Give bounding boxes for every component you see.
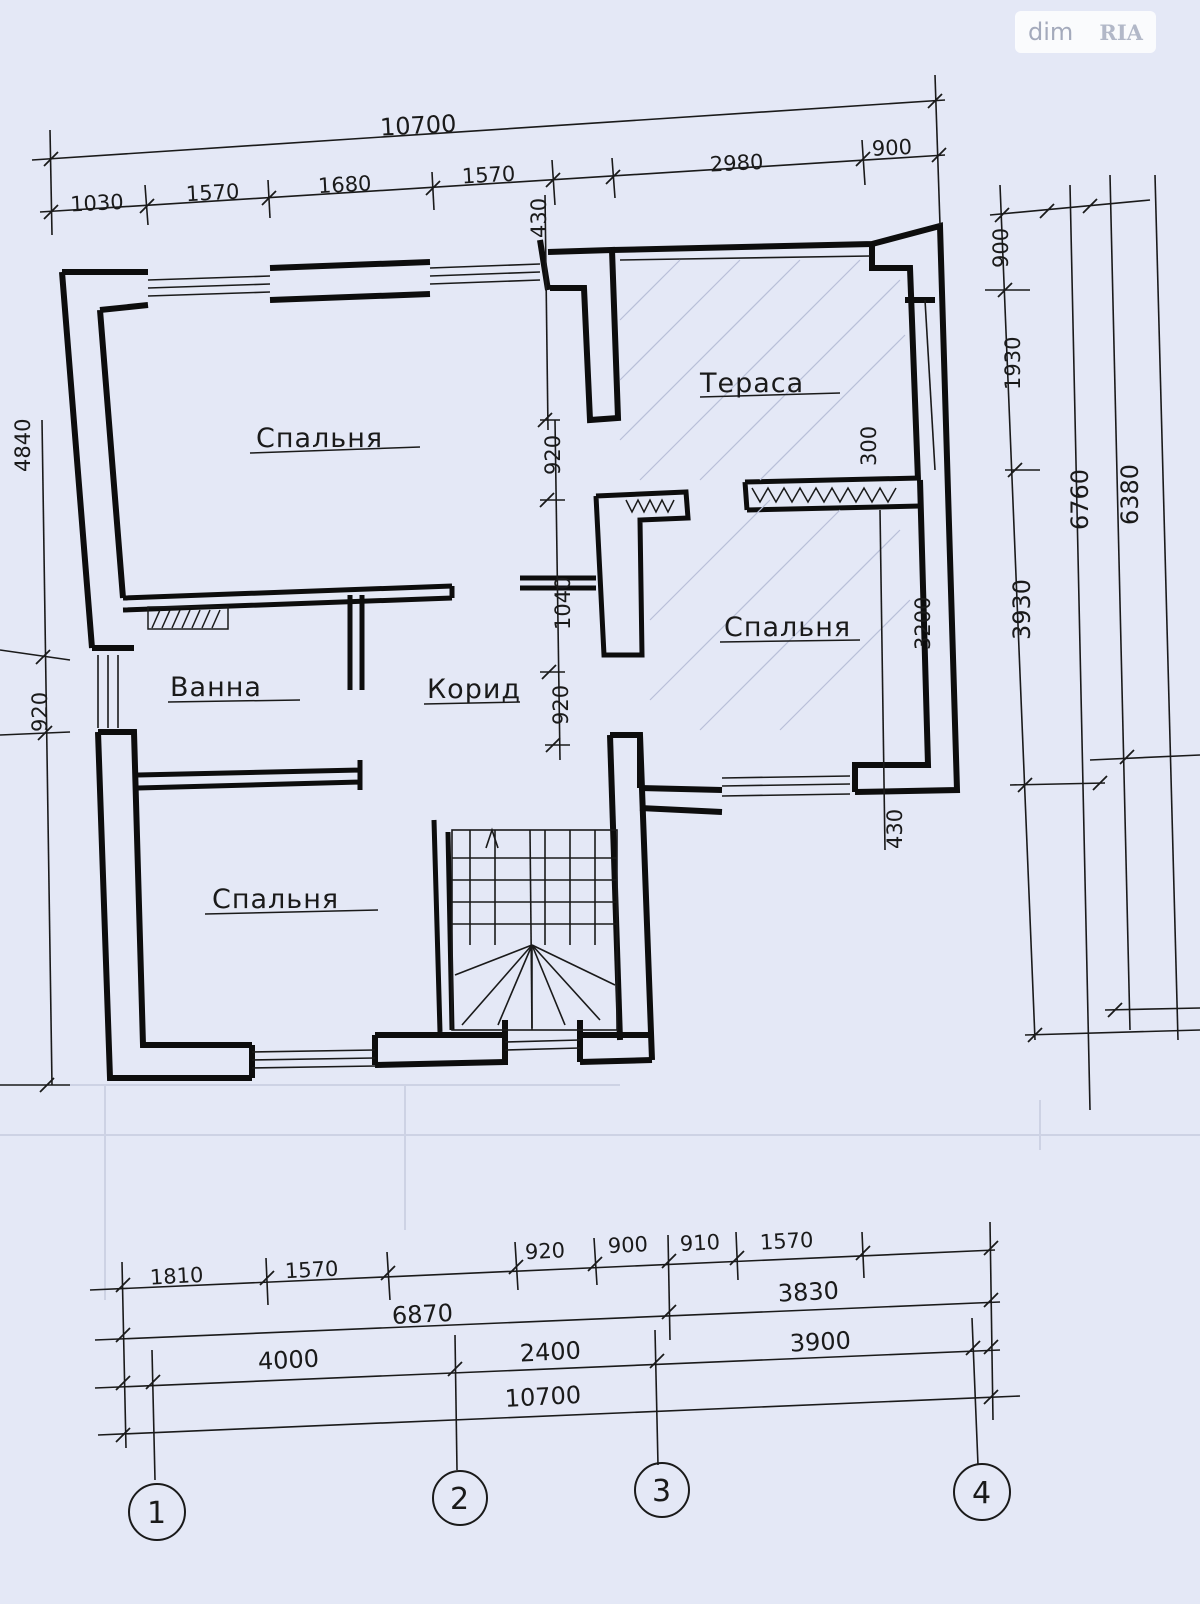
- dimension-ticks: [35, 93, 1135, 1443]
- dim-left-920: 920: [28, 692, 52, 732]
- watermark-dim: dim: [1028, 18, 1074, 46]
- dim-inner-1040: 1040: [551, 577, 575, 630]
- hatched-blocks: [147, 486, 897, 630]
- dim-bottom-1810: 1810: [149, 1263, 204, 1290]
- dim-bottom-1570a: 1570: [284, 1257, 339, 1284]
- dim-right-3930: 3930: [1008, 579, 1036, 640]
- dim-inner-430: 430: [883, 809, 907, 849]
- axis-label-3: 3: [652, 1474, 671, 1509]
- dim-inner-920a: 920: [541, 435, 565, 475]
- dim-bottom-1570b: 1570: [759, 1228, 814, 1255]
- dimension-labels-bottom: 1810 1570 920 900 910 1570 6870 3830 400…: [149, 1228, 851, 1413]
- windows: [97, 255, 936, 1069]
- room-label-bath: Ванна: [170, 672, 262, 703]
- room-label-bedroom-bottom-left: Спальня: [212, 884, 339, 915]
- dimension-lines: [0, 74, 1200, 1481]
- watermark-ria: RIA: [1099, 19, 1143, 45]
- dim-top-overall: 10700: [379, 110, 457, 142]
- axis-labels: 1 2 3 4: [147, 1474, 991, 1531]
- axis-bubble-2: [432, 1470, 488, 1526]
- dim-top-1570b: 1570: [461, 162, 516, 189]
- dim-top-1030: 1030: [70, 190, 125, 217]
- dim-inner-300: 300: [857, 426, 881, 466]
- dim-top-2980: 2980: [709, 150, 764, 177]
- dim-top-900: 900: [871, 135, 912, 161]
- dim-bottom-920: 920: [524, 1238, 565, 1264]
- axis-label-1: 1: [147, 1496, 166, 1531]
- dim-bottom-2400: 2400: [519, 1336, 581, 1367]
- axis-bubble-4: [953, 1463, 1011, 1521]
- dim-bottom-overall: 10700: [504, 1381, 582, 1413]
- dim-right-1930: 1930: [1001, 337, 1025, 390]
- dim-left-partial: 4840: [11, 419, 35, 472]
- room-label-bedroom-right: Спальня: [724, 612, 851, 643]
- dim-top-1570a: 1570: [185, 179, 240, 206]
- dim-inner-920b: 920: [549, 685, 573, 725]
- terrace-hatch: [619, 259, 911, 731]
- dim-top-430: 430: [527, 198, 551, 238]
- dim-inner-3200: 3200: [911, 597, 935, 650]
- dim-bottom-910: 910: [679, 1230, 720, 1256]
- dimension-labels-right: 900 1930 3930 6760 6380: [989, 228, 1144, 640]
- background-ghost-lines: [0, 1084, 1200, 1300]
- exterior-walls: [59, 222, 961, 1081]
- dim-bottom-3830: 3830: [777, 1277, 839, 1308]
- dim-bottom-6870: 6870: [391, 1299, 453, 1330]
- dim-right-6760: 6760: [1066, 469, 1094, 530]
- dimension-labels-inner: 920 1040 920 300 3200 430: [541, 426, 935, 849]
- dimension-labels-top: 10700 1030 1570 1680 1570 2980 900 430: [70, 110, 913, 238]
- watermark-badge: dim RIA: [1015, 11, 1156, 53]
- dim-bottom-900: 900: [607, 1232, 648, 1258]
- axis-bubble-1: [128, 1483, 186, 1541]
- room-label-underlines: [167, 392, 861, 915]
- room-label-corridor: Корид: [427, 674, 521, 705]
- grid-axis-bubbles: [128, 1462, 1011, 1541]
- dim-right-6380: 6380: [1116, 464, 1144, 525]
- axis-bubble-3: [634, 1462, 690, 1518]
- dim-top-1680: 1680: [317, 171, 372, 198]
- staircase: [451, 827, 618, 1031]
- axis-label-2: 2: [450, 1482, 469, 1517]
- dim-bottom-4000: 4000: [257, 1345, 319, 1376]
- dim-right-900: 900: [989, 228, 1013, 268]
- dimension-labels-left: 920 4840: [11, 419, 52, 732]
- dim-bottom-3900: 3900: [789, 1326, 851, 1357]
- axis-label-4: 4: [972, 1476, 991, 1511]
